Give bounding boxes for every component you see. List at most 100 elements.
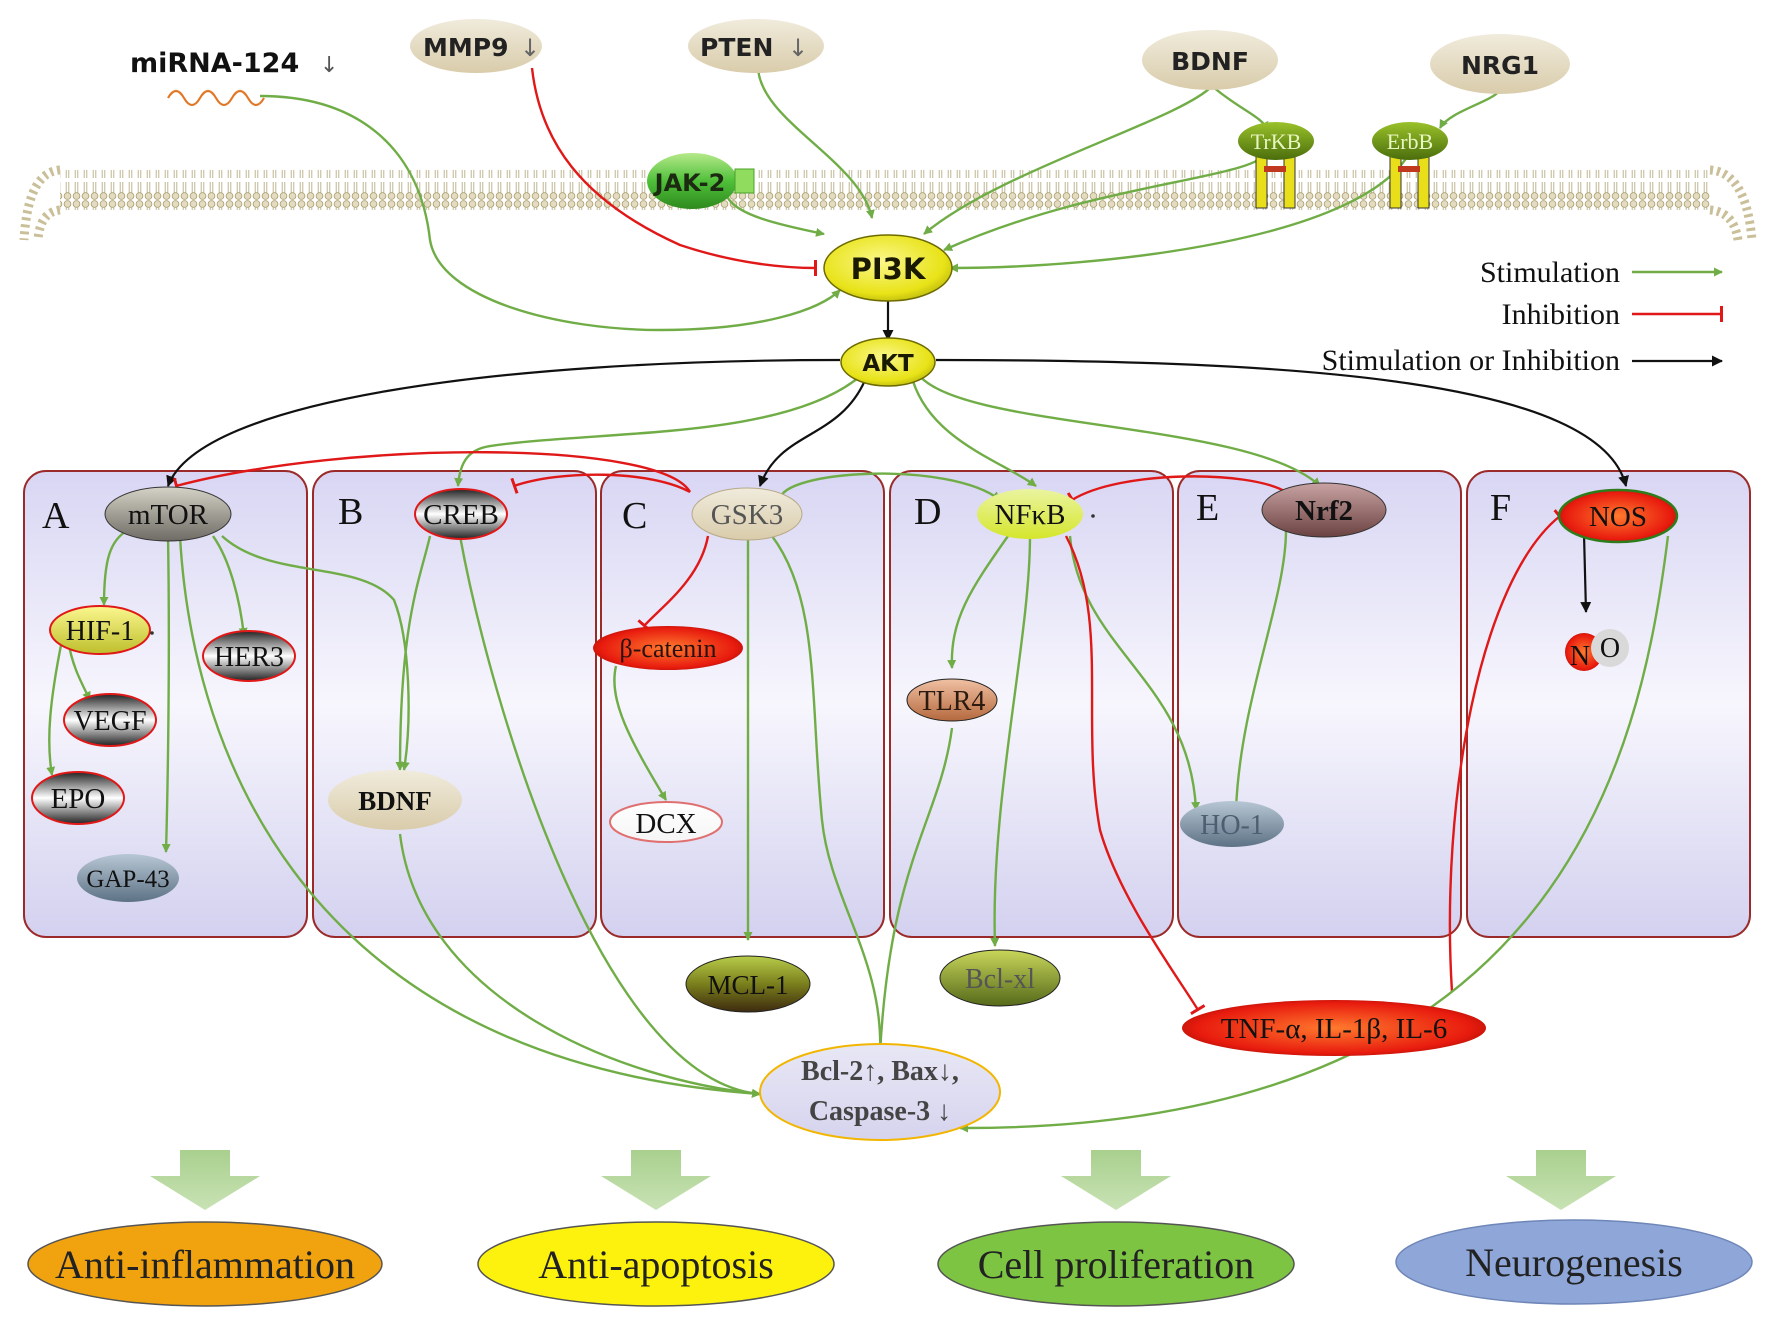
down-arrow-icon: [150, 1150, 260, 1210]
gap43-node: GAP-43: [77, 854, 179, 902]
svg-text:EPO: EPO: [51, 783, 106, 815]
panel-letter-B: B: [338, 491, 363, 533]
dcx-node: DCX: [609, 801, 723, 843]
outcomes: Anti-inflammation Anti-apoptosis Cell pr…: [27, 1219, 1753, 1307]
down-arrow-icon: [1061, 1150, 1171, 1210]
panel-A-nodes: mTOR HIF-1 VEGF EPO GAP-43 HER3: [31, 486, 296, 902]
panel-C: [600, 470, 885, 938]
mirna-124-label: miRNA-124: [130, 48, 299, 79]
svg-text:CREB: CREB: [423, 499, 499, 531]
panel-D: [889, 470, 1174, 938]
cytokines-node: TNF-α, IL-1β, IL-6: [1182, 1000, 1486, 1056]
pi3k-node: PI3K: [823, 234, 953, 302]
epo-node: EPO: [31, 771, 125, 825]
mmp9-node: MMP9 ↓: [410, 19, 542, 73]
panels: [23, 470, 1751, 938]
panel-letter-C: C: [622, 495, 647, 537]
membrane-proteins: JAK-2 TrKB ErbB: [647, 122, 1448, 209]
svg-text:HER3: HER3: [214, 642, 284, 673]
svg-text:MCL-1: MCL-1: [708, 970, 789, 1000]
top-inputs: miRNA-124 ↓ MMP9 ↓ PTEN ↓ BDNF NRG1: [130, 19, 1570, 107]
hif1-node: HIF-1: [49, 605, 154, 655]
nitric-oxide-molecule: N O: [1565, 629, 1629, 672]
panel-E: [1177, 470, 1462, 938]
svg-text:PTEN: PTEN: [700, 33, 773, 62]
panel-B: [312, 470, 597, 938]
panel-E-nodes: Nrf2 HO-1: [1180, 482, 1387, 847]
bclxl-node: Bcl-xl: [939, 949, 1061, 1007]
mcl1-node: MCL-1: [685, 955, 811, 1013]
panel-F-nodes: NOS N O: [1557, 488, 1679, 672]
legend: Stimulation Inhibition Stimulation or In…: [1322, 256, 1723, 377]
svg-text:HIF-1: HIF-1: [66, 616, 134, 647]
bdnf-panel-node: BDNF: [328, 770, 462, 830]
svg-text:NFκB: NFκB: [994, 499, 1065, 531]
mirna-wave-icon: [167, 89, 265, 107]
svg-text:Bcl-2↑, Bax↓,: Bcl-2↑, Bax↓,: [801, 1056, 959, 1087]
svg-text:TNF-α, IL-1β, IL-6: TNF-α, IL-1β, IL-6: [1221, 1013, 1447, 1045]
down-arrow-icon: [1506, 1150, 1616, 1210]
panel-C-nodes: GSK3 β-catenin DCX: [593, 487, 803, 843]
outcome-arrows: [150, 1150, 1616, 1210]
gsk3-node: GSK3: [691, 487, 803, 541]
panel-letters: A B C D E F: [42, 487, 1511, 537]
below-panel-nodes: MCL-1 Bcl-xl TNF-α, IL-1β, IL-6 Bcl-2↑, …: [685, 949, 1486, 1141]
svg-text:MMP9: MMP9: [423, 33, 508, 62]
beta-catenin-node: β-catenin: [593, 626, 743, 670]
svg-text:Bcl-xl: Bcl-xl: [965, 964, 1035, 995]
outcome-neurogenesis: Neurogenesis: [1395, 1219, 1753, 1305]
svg-text:GAP-43: GAP-43: [86, 866, 169, 893]
creb-node: CREB: [414, 488, 508, 540]
svg-text:JAK-2: JAK-2: [653, 169, 726, 197]
panel-letter-A: A: [42, 495, 70, 537]
legend-stim-or-inhib-label: Stimulation or Inhibition: [1322, 344, 1620, 377]
panel-D-nodes: NFκB TLR4: [906, 489, 1095, 722]
trkb-receptor: TrKB: [1238, 122, 1314, 209]
svg-text:TLR4: TLR4: [919, 686, 986, 717]
nfkb-node: NFκB: [977, 489, 1095, 539]
svg-text:HO-1: HO-1: [1200, 810, 1264, 841]
outcome-anti-apoptosis: Anti-apoptosis: [477, 1221, 835, 1307]
legend-inhibition-label: Inhibition: [1502, 298, 1620, 331]
svg-text:↓: ↓: [520, 34, 540, 62]
svg-text:Caspase-3 ↓: Caspase-3 ↓: [809, 1096, 951, 1127]
svg-text:NRG1: NRG1: [1461, 51, 1539, 80]
mtor-node: mTOR: [104, 486, 232, 542]
svg-text:Anti-apoptosis: Anti-apoptosis: [538, 1242, 774, 1287]
jak2-node: JAK-2: [647, 153, 755, 209]
panel-letter-F: F: [1490, 487, 1511, 529]
mirna-124-down-arrow: ↓: [320, 53, 338, 78]
outcome-anti-inflammation: Anti-inflammation: [27, 1221, 383, 1307]
nrf2-node: Nrf2: [1261, 482, 1387, 538]
svg-text:VEGF: VEGF: [73, 706, 146, 737]
panel-letter-D: D: [914, 491, 941, 533]
bdnf-top-node: BDNF: [1142, 30, 1278, 90]
svg-text:N: N: [1570, 641, 1590, 672]
her3-node: HER3: [202, 630, 296, 682]
outcome-cell-proliferation: Cell proliferation: [937, 1221, 1295, 1307]
ho1-node: HO-1: [1180, 801, 1284, 847]
akt-node: AKT: [840, 337, 936, 387]
down-arrow-icon: [601, 1150, 711, 1210]
svg-text:Neurogenesis: Neurogenesis: [1465, 1240, 1683, 1285]
panel-F: [1466, 470, 1751, 938]
cell-membrane: [19, 165, 1757, 241]
svg-text:ErbB: ErbB: [1387, 129, 1433, 154]
svg-text:Anti-inflammation: Anti-inflammation: [55, 1242, 355, 1287]
svg-text:mTOR: mTOR: [128, 499, 209, 531]
svg-text:↓: ↓: [788, 34, 808, 62]
svg-text:β-catenin: β-catenin: [620, 634, 717, 663]
svg-text:TrKB: TrKB: [1251, 129, 1302, 154]
svg-text:BDNF: BDNF: [1171, 47, 1249, 76]
panel-letter-E: E: [1196, 487, 1219, 529]
erbb-receptor: ErbB: [1372, 122, 1448, 209]
svg-text:O: O: [1600, 633, 1620, 664]
svg-text:AKT: AKT: [862, 351, 914, 377]
apoptosis-markers-node: Bcl-2↑, Bax↓, Caspase-3 ↓: [759, 1043, 1001, 1141]
legend-stimulation-label: Stimulation: [1480, 256, 1620, 289]
svg-text:Cell proliferation: Cell proliferation: [978, 1242, 1255, 1287]
pten-node: PTEN ↓: [688, 19, 824, 73]
panel-B-nodes: CREB BDNF: [328, 488, 508, 830]
connectors: [46, 65, 1670, 1133]
